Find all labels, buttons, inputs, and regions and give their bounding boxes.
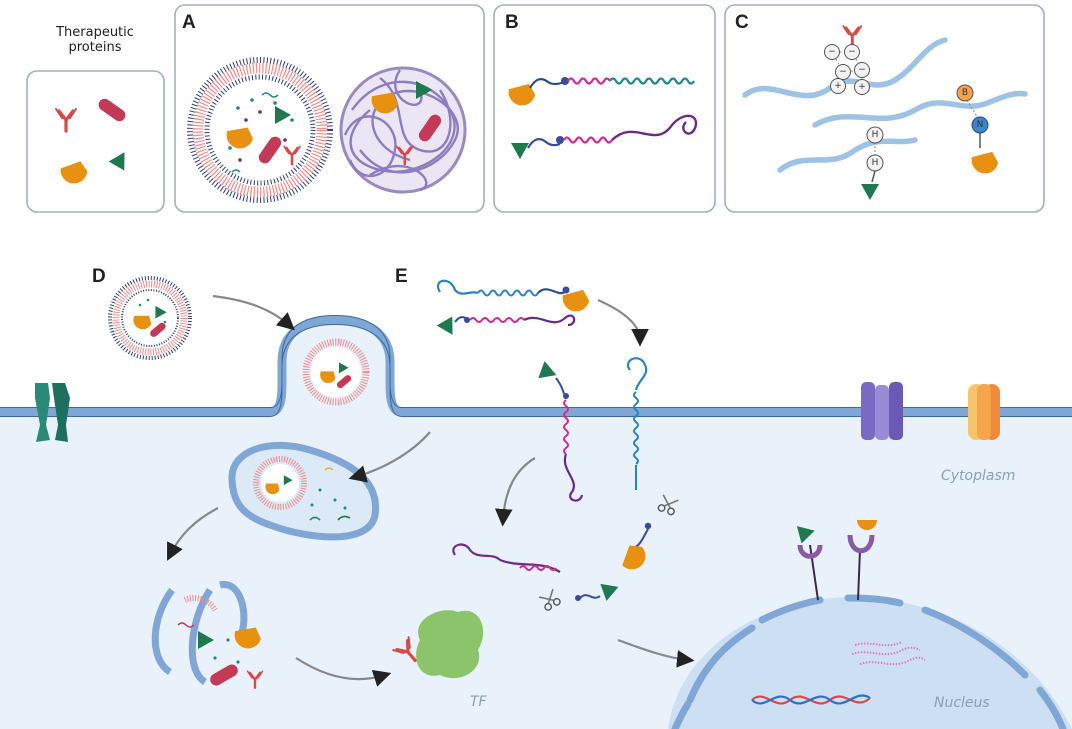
conjugate-penetrating [538, 361, 584, 502]
cleaved-orange [621, 522, 652, 574]
panel-a-letter: A [182, 12, 196, 33]
protein-polymer-conjugate-2 [511, 114, 698, 159]
boron-nitrogen-complex: B N [956, 84, 1001, 177]
svg-text:H: H [872, 130, 879, 140]
electrostatic-complex: − − − − + + [824, 24, 870, 95]
svg-text:+: + [834, 81, 842, 91]
cleaved-green [575, 578, 622, 601]
mrna-strands [851, 641, 926, 666]
svg-text:+: + [858, 82, 866, 92]
nucleus-label: Nucleus [934, 695, 990, 711]
liposome-entering [302, 338, 370, 406]
svg-text:B: B [962, 88, 968, 98]
svg-text:−: − [839, 67, 847, 77]
teal-channel-protein [35, 383, 70, 442]
panel-d-letter: D [92, 266, 106, 287]
svg-text:H: H [872, 158, 879, 168]
svg-text:−: − [858, 65, 866, 75]
panel-e-letter: E [395, 266, 408, 287]
purple-channel-protein [861, 382, 903, 440]
tf-label: TF [470, 694, 488, 710]
box-therapeutic-proteins [26, 70, 165, 213]
polymer-nanoparticle [339, 66, 467, 194]
panel-c-box [724, 4, 1045, 213]
svg-text:N: N [977, 120, 984, 130]
conjugate-blue-free [437, 279, 592, 315]
svg-text:−: − [828, 47, 836, 57]
svg-text:−: − [848, 47, 856, 57]
orange-channel-protein [968, 384, 1000, 440]
receptors [796, 520, 877, 601]
caption-therapeutic-line2: proteins [69, 40, 122, 55]
cleaved-purple [452, 543, 561, 573]
panel-c-letter: C [735, 12, 749, 33]
ruptured-endosome [151, 581, 264, 689]
transcription-factor [391, 610, 484, 679]
dna-helix [751, 694, 871, 705]
hydrogen-bond-complex: H H [861, 126, 884, 200]
caption-therapeutic-line1: Therapeutic [55, 25, 134, 40]
panel-b-box [493, 4, 716, 213]
cytoplasm-label: Cytoplasm [941, 468, 1015, 484]
conjugate-purple-free [436, 314, 576, 340]
panel-b-letter: B [505, 12, 519, 33]
flow-arrows [167, 294, 695, 687]
liposome [187, 57, 333, 203]
conjugate-blue-penetrating [627, 357, 648, 490]
endosome [228, 441, 380, 541]
protein-polymer-conjugate-1 [507, 77, 695, 109]
liposome-d [108, 276, 192, 360]
